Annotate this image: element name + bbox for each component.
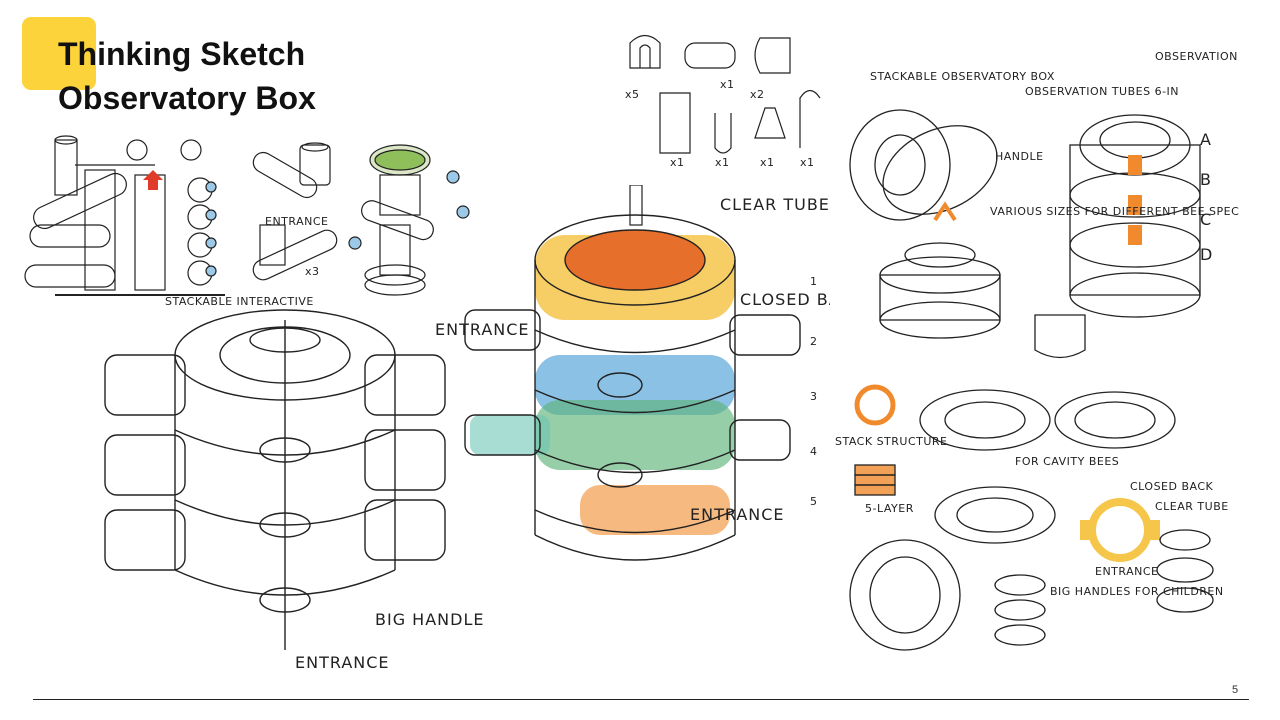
slide-title: Thinking Sketch Observatory Box xyxy=(58,32,316,120)
sketch-stacked-box-bw: BIG HANDLE FOR CHILDREN ENTRANCE xyxy=(95,300,485,675)
sketch-stackable-observatory-box: STACKABLE OBSERVATORY BOX OBSERVATION SC… xyxy=(840,45,1240,365)
parts-count-1: x5 xyxy=(625,88,640,101)
title-accent-square xyxy=(22,17,96,90)
sketch-parts-kit: x5 x1 x2 x1 x1 x1 x1 xyxy=(620,18,830,168)
page-number: 5 xyxy=(1232,684,1239,696)
annotation-big-handle: BIG HANDLE FOR CHILDREN xyxy=(375,610,485,629)
sketch-stackable-interactive: STACKABLE INTERACTIVE ENTRANCE x3 xyxy=(15,125,475,320)
annotation-entrance-right: ENTRANCE xyxy=(690,505,785,524)
annotation-closed-back-right: CLOSED BACK xyxy=(1130,480,1214,493)
annotation-big-handles-children: BIG HANDLES FOR CHILDREN xyxy=(1050,585,1224,598)
stack-letter-b: B xyxy=(1200,170,1212,189)
sketch-colored-stacked-tube: CLEAR TUBE 4 TUBES PER UNIT! CLOSED BACK… xyxy=(430,185,830,605)
annotation-closed-back: CLOSED BACK xyxy=(740,290,830,309)
parts-count-5: x1 xyxy=(715,156,730,168)
sketch-stack-structure: STACK STRUCTURE 5-LAYER FOR CAVITY BEES … xyxy=(830,370,1230,670)
layer-number-4: 4 xyxy=(810,445,818,458)
annotation-cavity-bees: FOR CAVITY BEES xyxy=(1015,455,1119,468)
annotation-5-layer: 5-LAYER xyxy=(865,502,914,515)
footer-divider xyxy=(33,699,1249,700)
annotation-clear-tube: CLEAR TUBE 4 TUBES PER UNIT! xyxy=(720,195,830,214)
stack-letter-c: C xyxy=(1200,210,1212,229)
annotation-observation-screen: OBSERVATION SCREEN xyxy=(1155,50,1240,63)
annotation-various-sizes: VARIOUS SIZES FOR DIFFERENT BEE SPECIES xyxy=(990,205,1240,218)
annotation-clear-tube-viewing: CLEAR TUBE FOR VIEWING xyxy=(1155,500,1230,513)
stack-letter-d: D xyxy=(1200,245,1213,264)
slide-title-line-2: Observatory Box xyxy=(58,80,316,116)
annotation-stackable-observatory-box: STACKABLE OBSERVATORY BOX xyxy=(870,70,1055,83)
annotation-handle: HANDLE xyxy=(995,150,1044,163)
layer-number-5: 5 xyxy=(810,495,818,508)
parts-count-4: x1 xyxy=(670,156,685,168)
slide-title-line-1: Thinking Sketch xyxy=(58,36,306,72)
parts-count-6: x1 xyxy=(760,156,775,168)
layer-number-2: 2 xyxy=(810,335,818,348)
annotation-stackable-interactive: STACKABLE INTERACTIVE xyxy=(165,295,314,308)
annotation-entrance-right-small: ENTRANCE xyxy=(1095,565,1158,578)
annotation-observation-tubes: OBSERVATION TUBES 6-IN xyxy=(1025,85,1179,98)
layer-number-3: 3 xyxy=(810,390,818,403)
layer-number-1: 1 xyxy=(810,275,818,288)
parts-count-7: x1 xyxy=(800,156,815,168)
stack-letter-a: A xyxy=(1200,130,1212,149)
parts-count-2: x1 xyxy=(720,78,735,91)
annotation-x3: x3 xyxy=(305,265,320,278)
annotation-stack-structure: STACK STRUCTURE xyxy=(835,435,948,448)
parts-count-3: x2 xyxy=(750,88,765,101)
annotation-entrance-small: ENTRANCE xyxy=(265,215,328,228)
annotation-entrance-left: ENTRANCE xyxy=(435,320,530,339)
annotation-entrance-bottom: ENTRANCE xyxy=(295,653,390,672)
